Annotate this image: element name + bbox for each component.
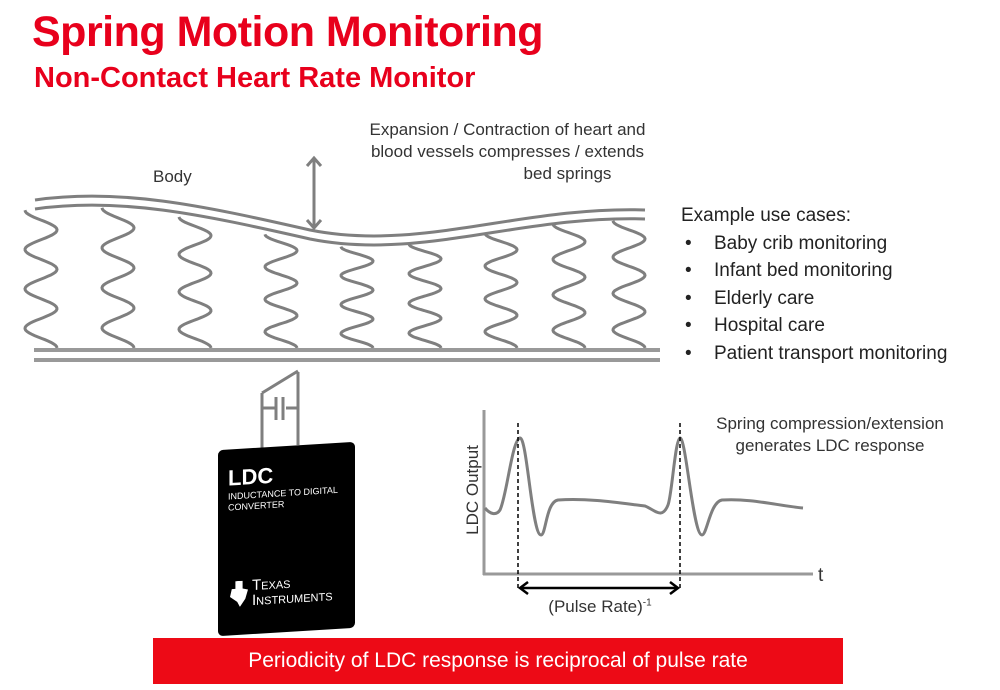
spring-icon [23, 209, 59, 349]
y-axis-label: LDC Output [463, 445, 482, 535]
spring-icon [483, 232, 519, 349]
use-case-item: Patient transport monitoring [681, 340, 947, 368]
conclusion-banner: Periodicity of LDC response is reciproca… [153, 638, 843, 684]
period-label: (Pulse Rate)-1 [520, 597, 680, 617]
period-arrow [517, 581, 681, 595]
expansion-note-line: blood vessels compresses / extends [370, 142, 645, 161]
slide-title: Spring Motion Monitoring [32, 8, 544, 56]
texas-icon [230, 580, 248, 607]
body-label: Body [153, 167, 192, 186]
spring-icon [551, 223, 587, 349]
graph-note: Spring compression/extension generates L… [690, 413, 970, 457]
body-surface-line [34, 194, 646, 238]
spring-icon [263, 233, 299, 349]
ti-logo: Texas Instruments [230, 573, 333, 609]
use-case-item: Baby crib monitoring [681, 230, 947, 258]
ldc-graph [482, 410, 813, 595]
expansion-note: Expansion / Contraction of heart and blo… [330, 119, 685, 185]
mattress-top-line [34, 203, 646, 247]
x-axis-label: t [818, 565, 824, 586]
graph-note-line: Spring compression/extension [716, 414, 944, 433]
spring-icon [339, 246, 375, 349]
spring-icon [177, 216, 213, 349]
springs [23, 207, 647, 349]
use-case-item: Infant bed monitoring [681, 257, 947, 285]
use-cases-heading: Example use cases: [681, 205, 852, 226]
ldc-chip: LDC INDUCTANCE TO DIGITAL CONVERTER Texa… [218, 441, 355, 637]
brand-line: Instruments [252, 587, 333, 610]
use-case-item: Hospital care [681, 312, 947, 340]
spring-icon [100, 207, 136, 349]
expansion-note-line: Expansion / Contraction of heart and [369, 120, 646, 139]
period-exponent: -1 [642, 597, 652, 609]
sensor-wires [260, 369, 300, 450]
vertical-arrow [305, 155, 323, 231]
use-case-item: Elderly care [681, 285, 947, 313]
ldc-waveform [483, 436, 804, 537]
graph-note-line: generates LDC response [735, 436, 925, 455]
spring-icon [611, 220, 647, 349]
spring-icon [407, 243, 443, 349]
slide-subtitle: Non-Contact Heart Rate Monitor [34, 62, 476, 94]
chip-name: LDC [228, 462, 274, 491]
use-cases: Example use cases: Baby crib monitoring … [681, 202, 947, 367]
period-label-text: (Pulse Rate) [548, 597, 643, 616]
expansion-note-line: bed springs [523, 164, 612, 183]
